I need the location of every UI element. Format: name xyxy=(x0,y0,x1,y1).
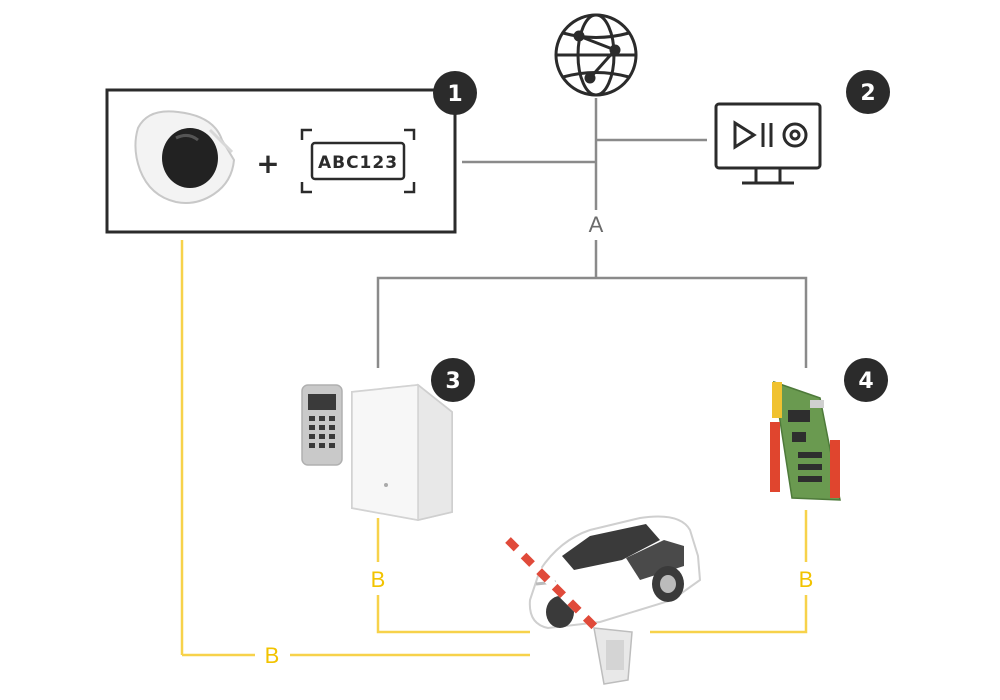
camera-lpr-box: + ABC123 xyxy=(105,88,457,234)
car-icon xyxy=(528,515,702,630)
door-controller-icon xyxy=(351,383,453,522)
line-to-device-3 xyxy=(376,276,596,368)
io-board-icon xyxy=(770,380,841,501)
badge-3: 3 xyxy=(431,358,475,402)
barrier-gate-icon xyxy=(504,536,633,685)
wired-label-B-3: B xyxy=(371,567,386,592)
badge-2-number: 2 xyxy=(860,81,875,106)
network-lines xyxy=(376,98,808,368)
badge-4-number: 4 xyxy=(858,369,873,394)
plate-number: ABC123 xyxy=(318,153,398,173)
dome-camera-icon xyxy=(134,110,236,204)
badge-3-number: 3 xyxy=(445,369,460,394)
wired-label-B-camera: B xyxy=(265,643,280,668)
badge-1: 1 xyxy=(433,71,477,115)
badge-1-number: 1 xyxy=(447,82,462,107)
network-label-A: A xyxy=(589,212,604,237)
monitor-icon xyxy=(714,102,822,185)
wire-4-lower xyxy=(650,595,808,634)
wired-lines xyxy=(180,240,808,657)
wire-3-lower xyxy=(376,595,530,634)
plus-sign: + xyxy=(256,147,279,180)
badge-4: 4 xyxy=(844,358,888,402)
keypad-reader-icon xyxy=(301,384,343,466)
license-plate-icon xyxy=(300,128,416,194)
line-to-device-4 xyxy=(596,276,808,368)
wired-label-B-4: B xyxy=(799,567,814,592)
badge-2: 2 xyxy=(846,70,890,114)
globe-icon xyxy=(554,13,638,97)
